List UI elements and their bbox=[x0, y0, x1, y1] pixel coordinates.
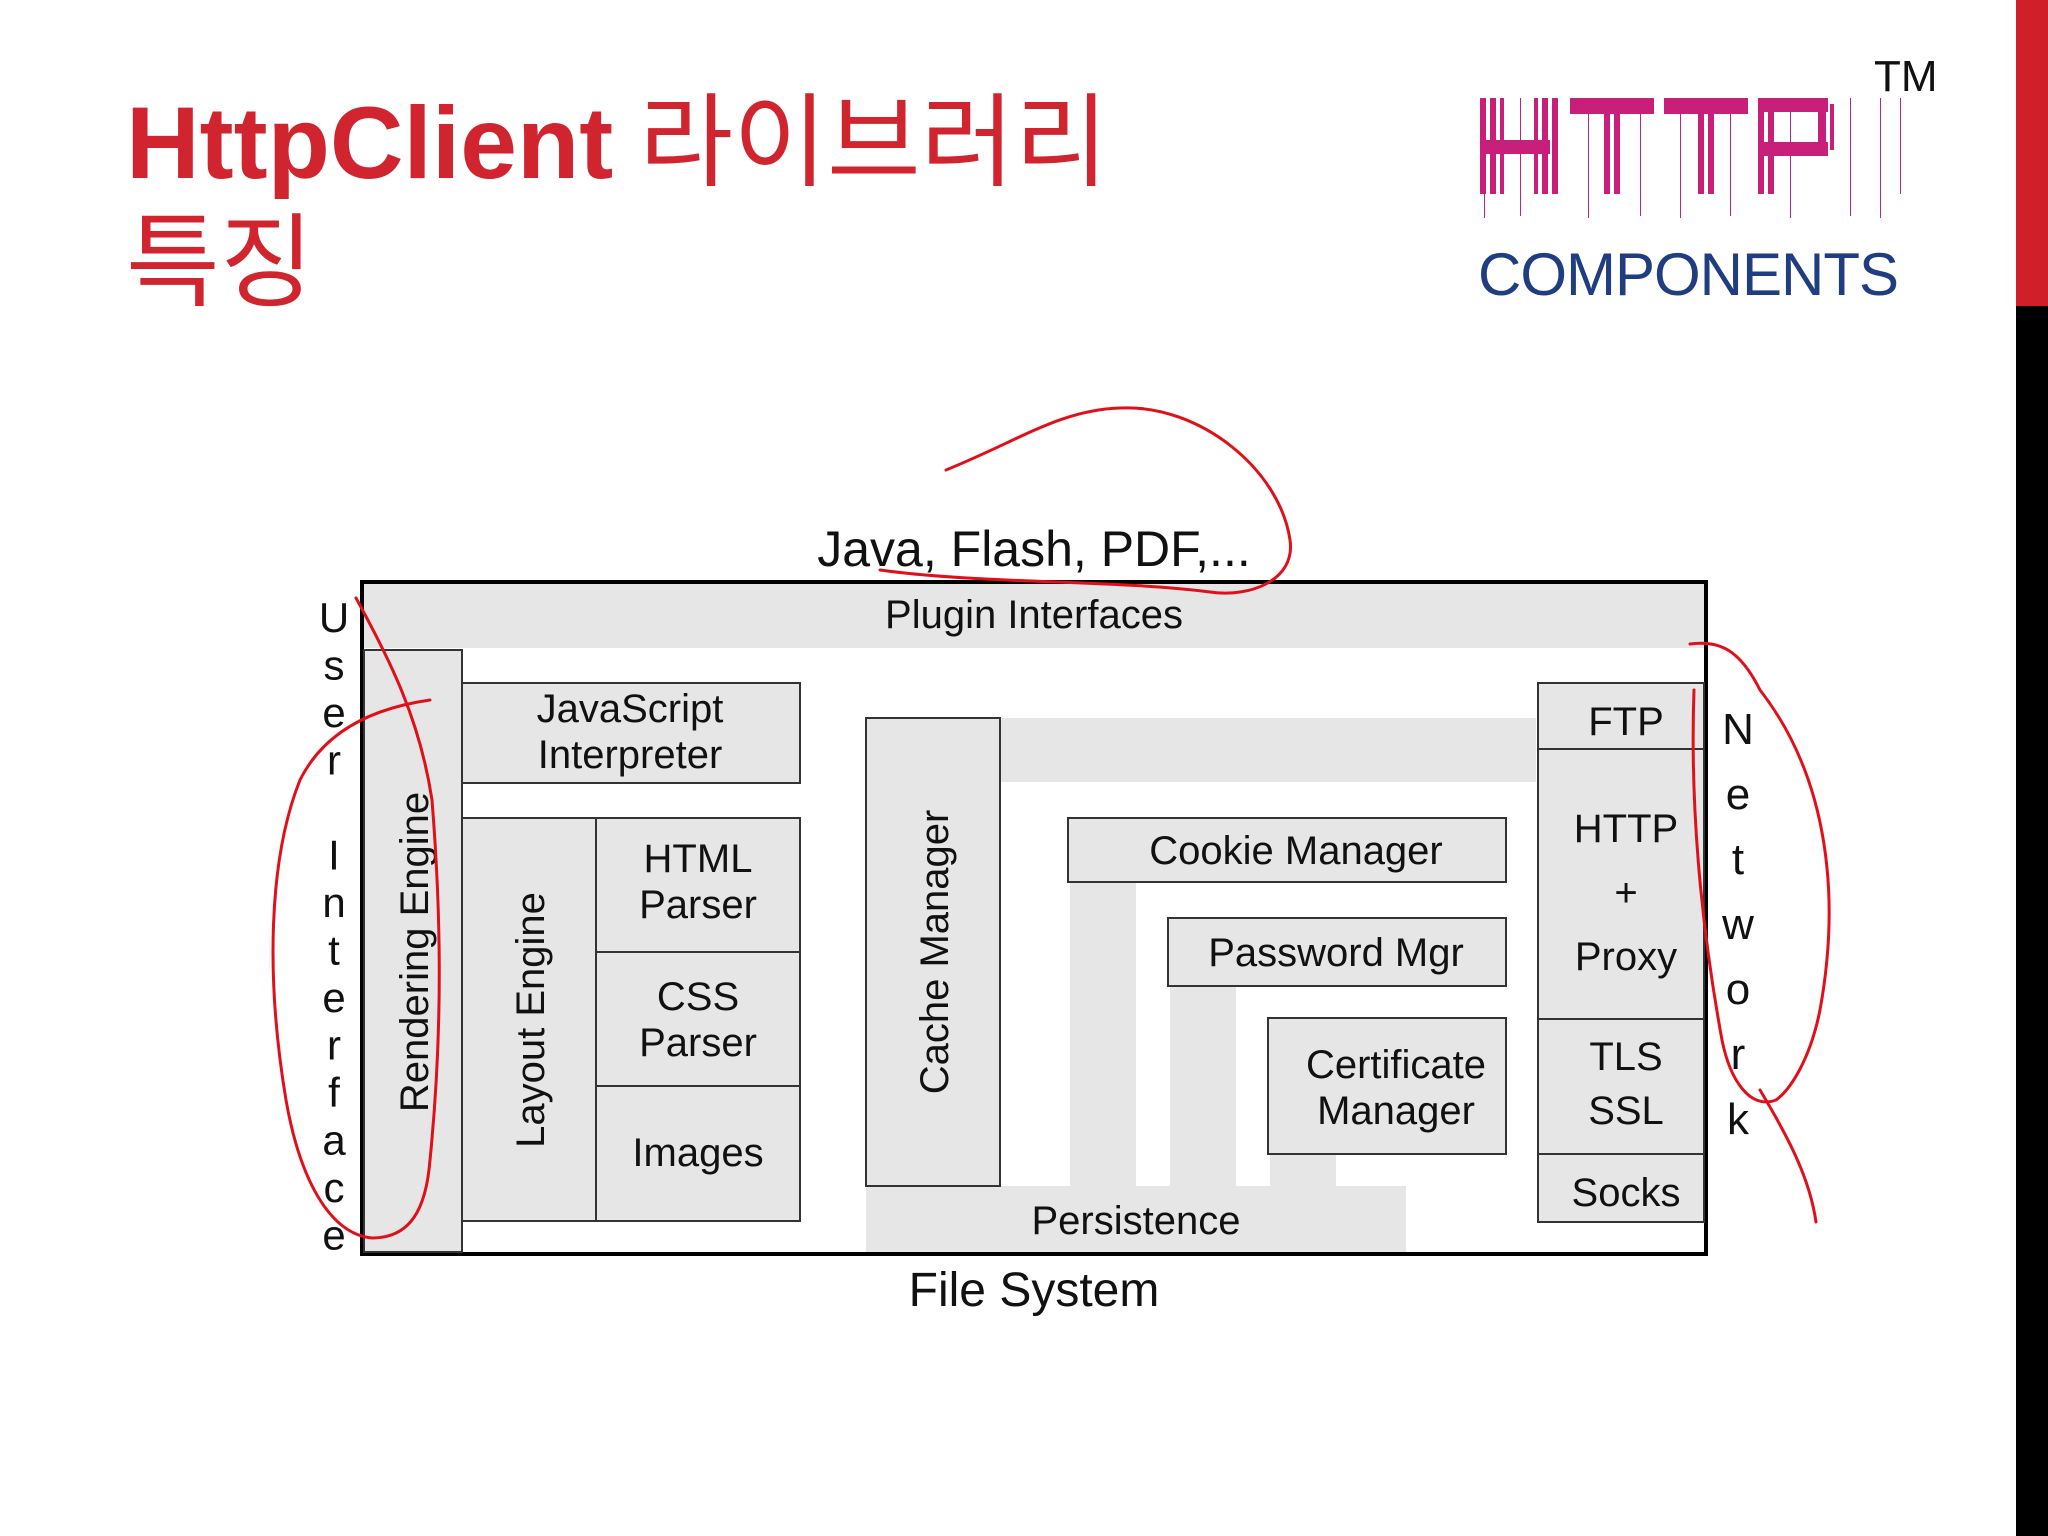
plugin-interfaces-label: Plugin Interfaces bbox=[885, 593, 1183, 637]
layout-engine-box bbox=[461, 817, 597, 1222]
user-interface-letter: r bbox=[327, 737, 341, 784]
user-interface-letter: r bbox=[327, 1022, 341, 1069]
certificate-manager-box bbox=[1267, 1017, 1507, 1155]
ftp-label: FTP bbox=[1588, 700, 1664, 744]
javascript-label-2: Interpreter bbox=[538, 733, 723, 777]
plus-label: + bbox=[1614, 871, 1637, 915]
edge-accent-red bbox=[2016, 0, 2048, 306]
certificate-label-1: Certificate bbox=[1306, 1043, 1486, 1087]
plugin-interfaces-band bbox=[364, 584, 1704, 648]
user-interface-letter: n bbox=[322, 879, 345, 926]
network-letter: t bbox=[1732, 835, 1744, 884]
http-proxy-box bbox=[1537, 748, 1705, 1020]
file-system-label: File System bbox=[909, 1264, 1160, 1317]
circle-plugins-annotation bbox=[878, 406, 1292, 595]
user-interface-letter: c bbox=[324, 1164, 345, 1211]
logo-tm: TM bbox=[1874, 52, 1938, 101]
javascript-label-1: JavaScript bbox=[537, 687, 724, 731]
persistence-label: Persistence bbox=[1032, 1199, 1241, 1243]
circle-user-interface-annotation bbox=[271, 596, 441, 1240]
password-mgr-label: Password Mgr bbox=[1208, 931, 1464, 975]
socks-box bbox=[1537, 1153, 1705, 1223]
top-label: Java, Flash, PDF,... bbox=[817, 521, 1250, 577]
title-latin: HttpClient bbox=[126, 86, 614, 200]
cookie-manager-label: Cookie Manager bbox=[1149, 829, 1443, 873]
images-label: Images bbox=[632, 1131, 763, 1175]
rendering-engine-label: Rendering Engine bbox=[393, 792, 437, 1112]
user-interface-letter: I bbox=[328, 832, 340, 879]
user-interface-letter: t bbox=[328, 927, 340, 974]
network-letter: N bbox=[1722, 705, 1754, 754]
ssl-label: SSL bbox=[1588, 1089, 1664, 1133]
handwritten-annotations bbox=[271, 406, 1831, 1240]
cache-manager-box bbox=[865, 717, 1001, 1187]
circle-network-annotation bbox=[1688, 641, 1831, 1224]
socks-label: Socks bbox=[1572, 1171, 1681, 1215]
proxy-label: Proxy bbox=[1575, 935, 1677, 979]
password-mgr-box bbox=[1167, 917, 1507, 987]
images-box bbox=[595, 1085, 801, 1222]
rendering-engine-box bbox=[363, 649, 463, 1253]
css-parser-label-1: CSS bbox=[657, 975, 739, 1019]
cache-manager-label: Cache Manager bbox=[913, 810, 957, 1095]
tls-label: TLS bbox=[1589, 1035, 1662, 1079]
certificate-label-2: Manager bbox=[1317, 1089, 1475, 1133]
layout-engine-label: Layout Engine bbox=[509, 892, 553, 1148]
javascript-interpreter-box bbox=[461, 682, 801, 784]
user-interface-letter: e bbox=[322, 689, 345, 736]
logo-components-text: COMPONENTS bbox=[1478, 241, 1899, 308]
network-letter: r bbox=[1731, 1030, 1746, 1079]
http-label: HTTP bbox=[1574, 807, 1678, 851]
user-interface-letter: e bbox=[322, 974, 345, 1021]
network-letter: e bbox=[1726, 770, 1750, 819]
html-parser-label-1: HTML bbox=[644, 837, 753, 881]
cookie-manager-box bbox=[1067, 817, 1507, 883]
user-interface-letter: s bbox=[324, 642, 345, 689]
user-interface-letter: a bbox=[322, 1117, 346, 1164]
network-letter: k bbox=[1727, 1095, 1750, 1144]
title-hangul: 라이브러리 bbox=[639, 86, 1109, 200]
tls-ssl-box bbox=[1537, 1018, 1705, 1155]
user-interface-letter: f bbox=[328, 1069, 340, 1116]
edge-accent-black bbox=[2016, 306, 2048, 1536]
network-letter: o bbox=[1726, 965, 1750, 1014]
html-parser-label-2: Parser bbox=[639, 883, 757, 927]
slide-title-line2: 특징 bbox=[126, 206, 314, 320]
css-parser-box bbox=[595, 951, 801, 1087]
network-letter: w bbox=[1721, 900, 1754, 949]
connector-bands bbox=[866, 718, 1536, 1252]
user-interface-letter: U bbox=[319, 594, 349, 641]
css-parser-label-2: Parser bbox=[639, 1021, 757, 1065]
